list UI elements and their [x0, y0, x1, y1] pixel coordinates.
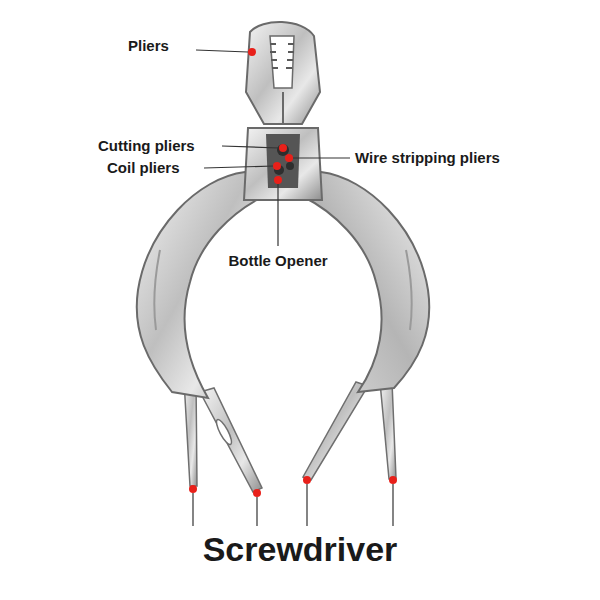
part-label: Wire stripping pliers: [355, 149, 500, 166]
part-label: Cutting pliers: [98, 137, 195, 154]
part-label: Bottle Opener: [228, 252, 327, 269]
part-heading: Screwdriver: [203, 530, 398, 569]
part-label: Pliers: [128, 37, 169, 54]
part-label: Coil pliers: [107, 159, 180, 176]
